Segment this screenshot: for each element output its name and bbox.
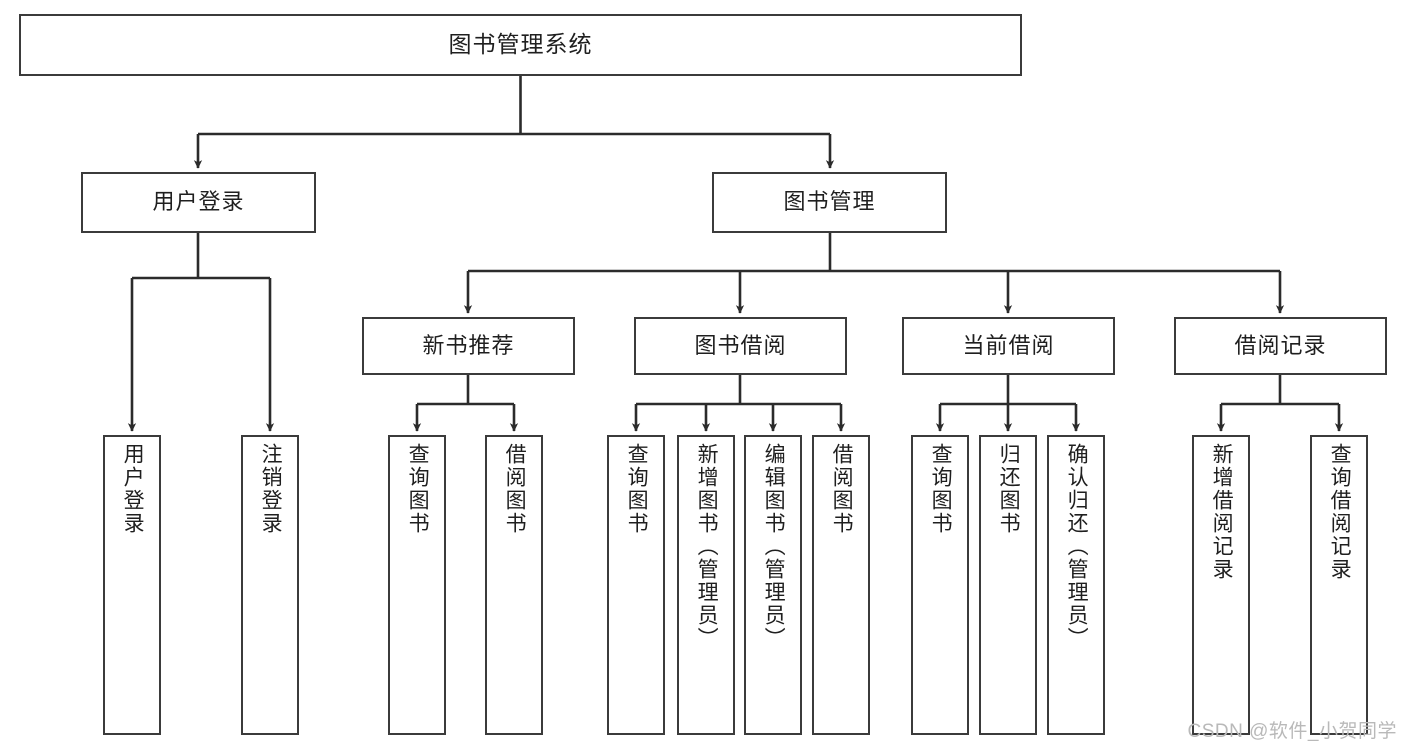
node-label: 图书管理系统	[448, 31, 593, 58]
node-label: 借阅图书	[503, 443, 527, 535]
node-label: 图书借阅	[694, 332, 787, 358]
node-leaf-edit-book[interactable]: 编辑图书（管理员）	[744, 435, 802, 735]
node-label: 借阅图书	[830, 443, 854, 535]
node-label: 查询图书	[406, 443, 430, 535]
node-label: 新书推荐	[422, 332, 515, 358]
node-leaf-return-book[interactable]: 归还图书	[979, 435, 1037, 735]
node-label: 用户登录	[121, 443, 145, 535]
csdn-watermark: CSDN @软件_小贺同学	[1187, 721, 1397, 742]
node-leaf-query-book-3[interactable]: 查询图书	[911, 435, 969, 735]
node-leaf-query-record[interactable]: 查询借阅记录	[1310, 435, 1368, 735]
node-label: 归还图书	[997, 443, 1021, 535]
node-leaf-borrow-book-1[interactable]: 借阅图书	[485, 435, 543, 735]
node-root-system[interactable]: 图书管理系统	[19, 14, 1022, 76]
node-leaf-user-logout[interactable]: 注销登录	[241, 435, 299, 735]
node-leaf-query-book-2[interactable]: 查询图书	[607, 435, 665, 735]
node-borrow-record[interactable]: 借阅记录	[1174, 317, 1387, 375]
node-label: 新增借阅记录	[1210, 443, 1234, 581]
node-leaf-user-login[interactable]: 用户登录	[103, 435, 161, 735]
node-user-login[interactable]: 用户登录	[81, 172, 316, 233]
node-label: 借阅记录	[1234, 332, 1327, 358]
node-book-manage[interactable]: 图书管理	[712, 172, 947, 233]
node-label: 确认归还（管理员）	[1065, 443, 1089, 650]
node-label: 用户登录	[152, 189, 245, 215]
node-label: 当前借阅	[962, 332, 1055, 358]
node-leaf-borrow-book-2[interactable]: 借阅图书	[812, 435, 870, 735]
node-label: 查询借阅记录	[1328, 443, 1352, 581]
node-label: 图书管理	[783, 189, 876, 215]
node-leaf-query-book-1[interactable]: 查询图书	[388, 435, 446, 735]
node-label: 注销登录	[259, 443, 283, 535]
node-book-borrow[interactable]: 图书借阅	[634, 317, 847, 375]
node-leaf-confirm-return[interactable]: 确认归还（管理员）	[1047, 435, 1105, 735]
node-leaf-add-book[interactable]: 新增图书（管理员）	[677, 435, 735, 735]
node-current-borrow[interactable]: 当前借阅	[902, 317, 1115, 375]
node-label: 查询图书	[929, 443, 953, 535]
node-label: 新增图书（管理员）	[695, 443, 719, 650]
node-leaf-add-record[interactable]: 新增借阅记录	[1192, 435, 1250, 735]
node-label: 编辑图书（管理员）	[762, 443, 786, 650]
node-label: 查询图书	[625, 443, 649, 535]
node-new-book-rec[interactable]: 新书推荐	[362, 317, 575, 375]
